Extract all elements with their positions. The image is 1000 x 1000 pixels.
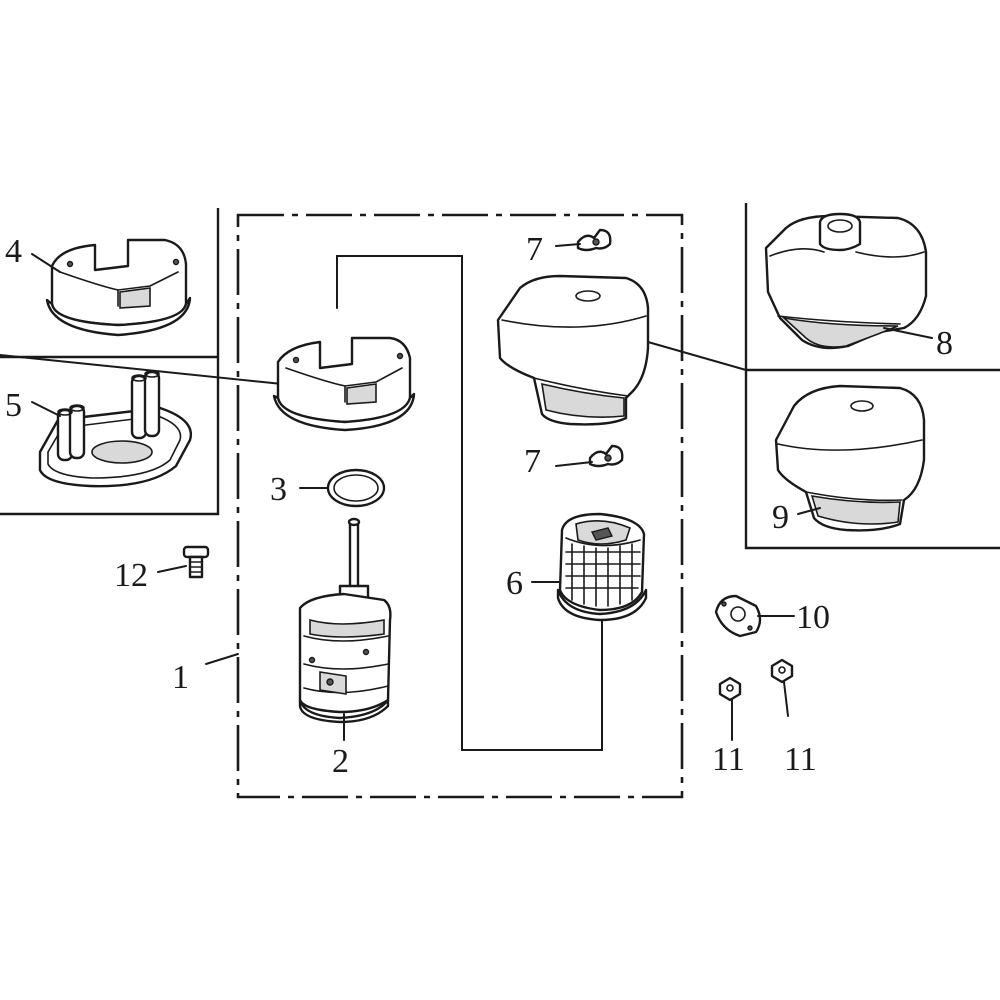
callout-label-4: 4 — [5, 233, 22, 270]
cover-variant-part-8 — [764, 212, 928, 350]
nut-part-11-right — [770, 658, 794, 684]
air-cleaner-cover-main — [496, 274, 650, 426]
cover-variant-part-9 — [774, 384, 926, 532]
right-inset-box — [744, 203, 1000, 550]
bracket-line-case-to-filter — [336, 255, 603, 751]
filter-element-part-6 — [556, 512, 648, 622]
wing-nut-part-7-top — [576, 228, 612, 252]
callout-label-5: 5 — [5, 387, 22, 424]
nut-part-11-left — [718, 676, 742, 702]
callout-label-2: 2 — [332, 743, 349, 780]
gasket-part-10 — [714, 594, 762, 638]
leader-line-cover-to-8-9 — [647, 341, 747, 371]
wing-nut-part-7-bottom — [588, 444, 624, 468]
callout-label-7-bottom: 7 — [524, 443, 541, 480]
assembly-1-dashed-box — [236, 213, 684, 799]
callout-label-9: 9 — [772, 499, 789, 536]
callout-label-7-top: 7 — [526, 231, 543, 268]
pre-cleaner-part-2 — [298, 517, 392, 724]
callout-label-11-left: 11 — [712, 741, 745, 778]
filter-case-main — [272, 336, 416, 432]
callout-label-6: 6 — [506, 565, 523, 602]
callout-label-8: 8 — [936, 325, 953, 362]
leader-line-5-to-case — [0, 354, 293, 386]
callout-label-1: 1 — [172, 659, 189, 696]
callout-label-10: 10 — [796, 599, 830, 636]
callout-leader-lines — [31, 243, 933, 741]
callout-label-12: 12 — [114, 557, 148, 594]
callout-label-3: 3 — [270, 471, 287, 508]
filter-case-part-4 — [45, 238, 192, 337]
o-ring-part-3 — [326, 468, 386, 508]
left-inset-box — [0, 208, 220, 516]
bolt-part-12 — [182, 545, 210, 579]
base-plate-part-5 — [38, 370, 193, 488]
callout-label-11-right: 11 — [784, 741, 817, 778]
